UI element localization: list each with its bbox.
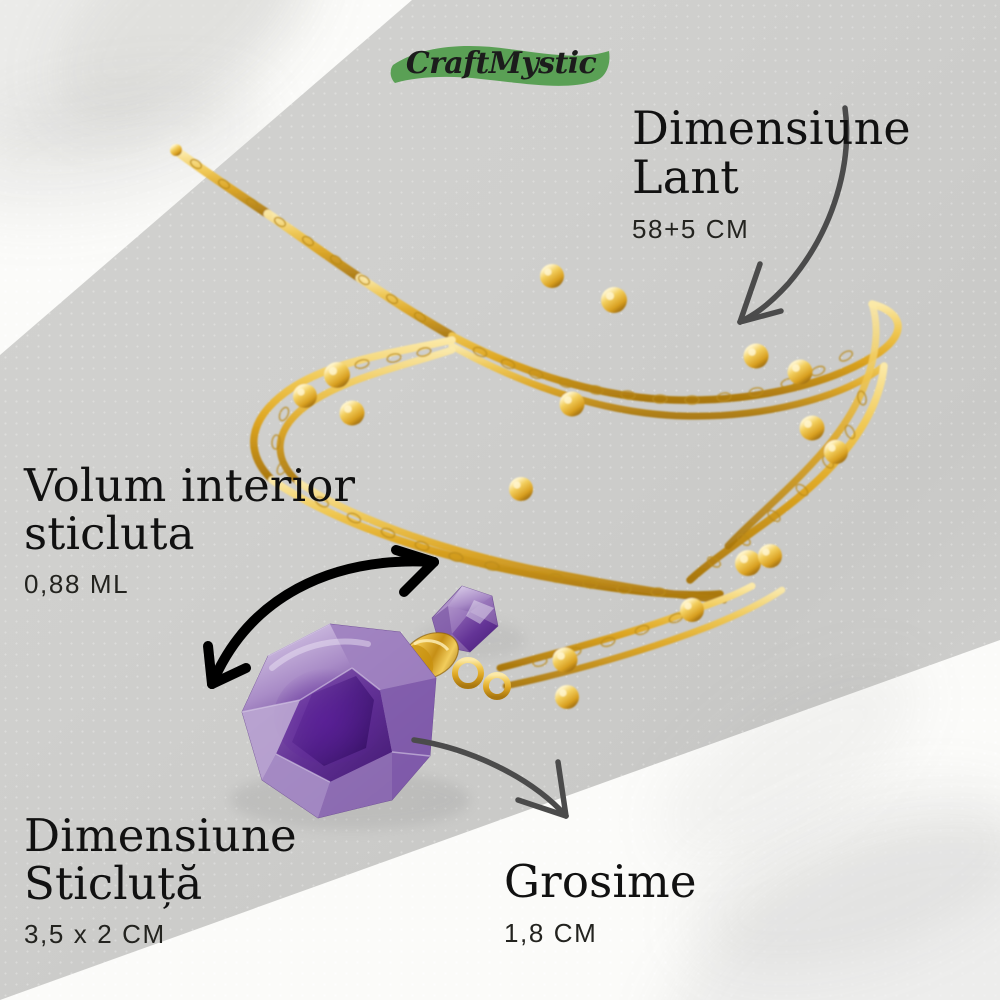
arrow-thickness <box>411 737 569 819</box>
chain-beads <box>293 264 848 709</box>
amethyst-bottle-body <box>241 623 437 819</box>
annotation-thickness: Grosime 1,8 CM <box>504 858 804 949</box>
gold-jump-ring <box>452 657 511 700</box>
thickness-value: 1,8 CM <box>504 917 598 948</box>
interior-volume-value: 0,88 ML <box>24 569 130 600</box>
bottle-size-title: Dimensiune Sticluță <box>24 809 297 910</box>
logo-text: CraftMystic <box>405 45 597 81</box>
chain-length-title: Dimensiune Lant <box>632 101 911 204</box>
chain-length-value: 58+5 CM <box>632 213 750 244</box>
annotation-bottle-size: Dimensiune Sticluță 3,5 x 2 CM <box>24 812 424 950</box>
bottle-size-value: 3,5 x 2 CM <box>24 919 166 950</box>
thickness-title: Grosime <box>504 855 697 908</box>
annotation-interior-volume: Volum interior sticluta 0,88 ML <box>24 462 444 600</box>
annotation-chain-length: Dimensiune Lant 58+5 CM <box>632 104 962 245</box>
interior-volume-title: Volum interior sticluta <box>24 459 356 560</box>
amethyst-bottle-pendant <box>241 585 511 819</box>
gold-chain <box>170 144 902 709</box>
logo-swoosh <box>390 46 610 86</box>
arrow-interior-volume <box>203 545 439 689</box>
arrow-chain-length <box>737 105 850 325</box>
brand-logo[interactable]: CraftMystic <box>389 33 613 93</box>
